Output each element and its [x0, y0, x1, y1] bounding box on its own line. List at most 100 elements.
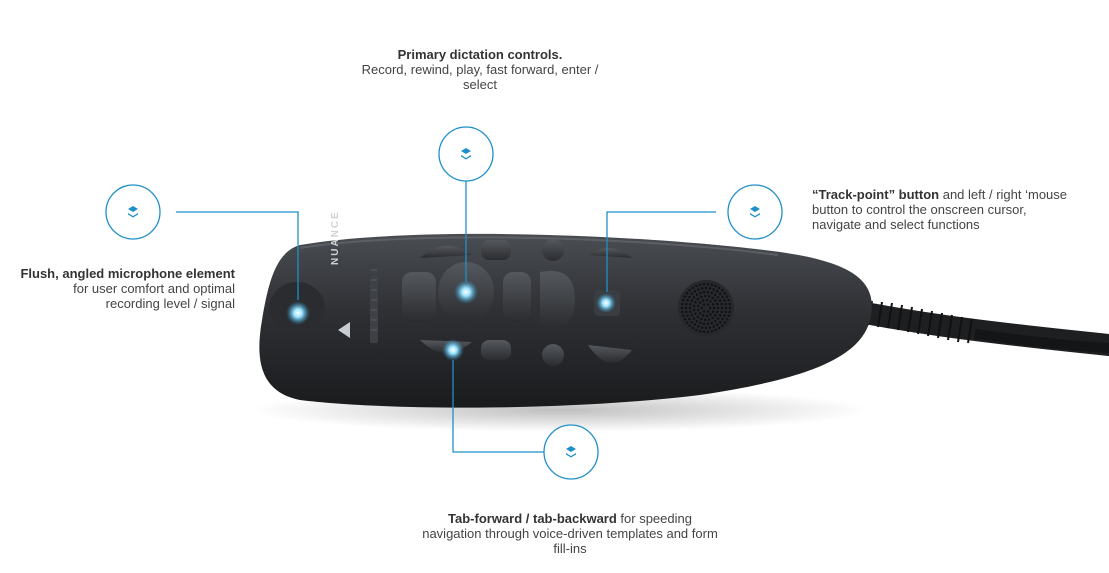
callout-microphone: Flush, angled microphone element for use… — [20, 266, 235, 311]
grille-hole — [716, 306, 720, 310]
grille-hole — [694, 312, 697, 315]
grille-hole — [691, 286, 695, 290]
grille-hole — [688, 306, 692, 310]
grille-hole — [690, 292, 694, 296]
leader-lines — [176, 181, 716, 453]
grille-hole — [690, 299, 694, 302]
grille-hole — [708, 287, 712, 290]
grille-hole — [685, 321, 689, 324]
grille-hole — [716, 302, 719, 306]
grille-hole — [706, 322, 710, 326]
grille-hole — [688, 295, 691, 299]
grille-hole — [699, 317, 703, 321]
grille-hole — [728, 310, 731, 314]
grille-hole — [723, 314, 726, 317]
grille-hole — [718, 314, 722, 317]
grille-hole — [699, 291, 702, 295]
grille-hole — [697, 308, 700, 312]
grille-hole — [725, 318, 729, 321]
grille-hole — [684, 306, 688, 310]
grille-hole — [703, 318, 707, 322]
callout-tab-title: Tab-forward / tab-backward — [448, 511, 617, 526]
grille-hole — [691, 326, 695, 330]
grille-hole — [695, 328, 698, 332]
tab-forward-button[interactable] — [402, 272, 436, 322]
grille-hole — [695, 284, 698, 288]
grille-hole — [700, 326, 704, 329]
grille-hole — [683, 295, 687, 298]
marker-tab[interactable] — [543, 424, 599, 480]
grille-hole — [688, 324, 691, 327]
grille-hole — [721, 295, 724, 299]
glow-record — [454, 280, 478, 304]
grille-hole — [702, 310, 706, 313]
fast-forward-button[interactable] — [481, 240, 511, 260]
grille-hole — [689, 302, 692, 306]
grille-hole — [728, 306, 732, 310]
grille-hole — [724, 310, 727, 314]
grille-hole — [718, 299, 722, 302]
right-mouse-button[interactable] — [588, 248, 632, 258]
grille-hole — [701, 314, 705, 317]
grille-hole — [695, 293, 699, 297]
grille-hole — [681, 310, 684, 314]
callout-primary-title: Primary dictation controls. — [397, 47, 563, 62]
grille-hole — [686, 299, 689, 302]
left-mouse-button[interactable] — [588, 345, 632, 363]
stop-play-button[interactable] — [503, 272, 531, 322]
grille-hole — [683, 318, 687, 321]
grille-hole — [705, 298, 709, 302]
grille-hole — [721, 317, 724, 321]
marker-track[interactable] — [727, 184, 783, 240]
grille-hole — [700, 287, 704, 290]
grille-hole — [724, 302, 727, 306]
grille-hole — [723, 299, 726, 302]
grille-hole — [706, 290, 710, 294]
layers-icon — [461, 148, 471, 160]
top-small-button[interactable] — [542, 239, 564, 261]
grille-hole — [694, 301, 697, 304]
grille-hole — [717, 286, 721, 290]
callout-primary-controls: Primary dictation controls. Record, rewi… — [360, 47, 600, 92]
grille-hole — [711, 310, 715, 313]
grille-hole — [685, 302, 688, 306]
layers-icon — [566, 446, 576, 458]
layers-icon — [128, 206, 138, 218]
speaker-grille — [678, 280, 734, 336]
grille-hole — [723, 292, 727, 295]
dictation-microphone — [259, 233, 872, 408]
grille-hole — [702, 303, 706, 306]
bottom-small-button[interactable] — [542, 344, 564, 366]
grille-hole — [702, 330, 706, 334]
callout-primary-text: Record, rewind, play, fast forward, ente… — [361, 62, 599, 92]
grille-hole — [711, 316, 714, 320]
grille-hole — [688, 317, 691, 321]
grille-hole — [720, 306, 724, 310]
grille-hole — [696, 315, 700, 319]
grille-hole — [698, 312, 702, 315]
callout-track-title: “Track-point” button — [812, 187, 940, 202]
enter-select-button[interactable] — [540, 270, 575, 329]
callout-mic-title: Flush, angled microphone element — [20, 266, 235, 281]
grille-hole — [716, 317, 720, 320]
grille-hole — [704, 326, 708, 330]
marker-mic[interactable] — [105, 184, 161, 240]
callout-tab-navigation: Tab-forward / tab-backward for speeding … — [420, 511, 720, 556]
grille-hole — [706, 282, 710, 286]
grille-hole — [727, 299, 730, 302]
marker-primary[interactable] — [438, 126, 494, 182]
callout-tab-text: for speeding navigation through voice-dr… — [422, 511, 718, 556]
grille-hole — [728, 302, 731, 306]
grille-hole — [706, 303, 710, 306]
grille-hole — [705, 314, 709, 318]
grille-hole — [721, 324, 724, 327]
glow-tab — [442, 339, 464, 361]
grille-hole — [723, 321, 727, 324]
rewind-button[interactable] — [481, 340, 511, 360]
grille-hole — [682, 314, 685, 317]
grille-hole — [713, 319, 717, 323]
grille-hole — [695, 319, 699, 323]
grille-hole — [693, 323, 697, 326]
play-button[interactable] — [420, 245, 472, 258]
grille-hole — [699, 295, 703, 299]
